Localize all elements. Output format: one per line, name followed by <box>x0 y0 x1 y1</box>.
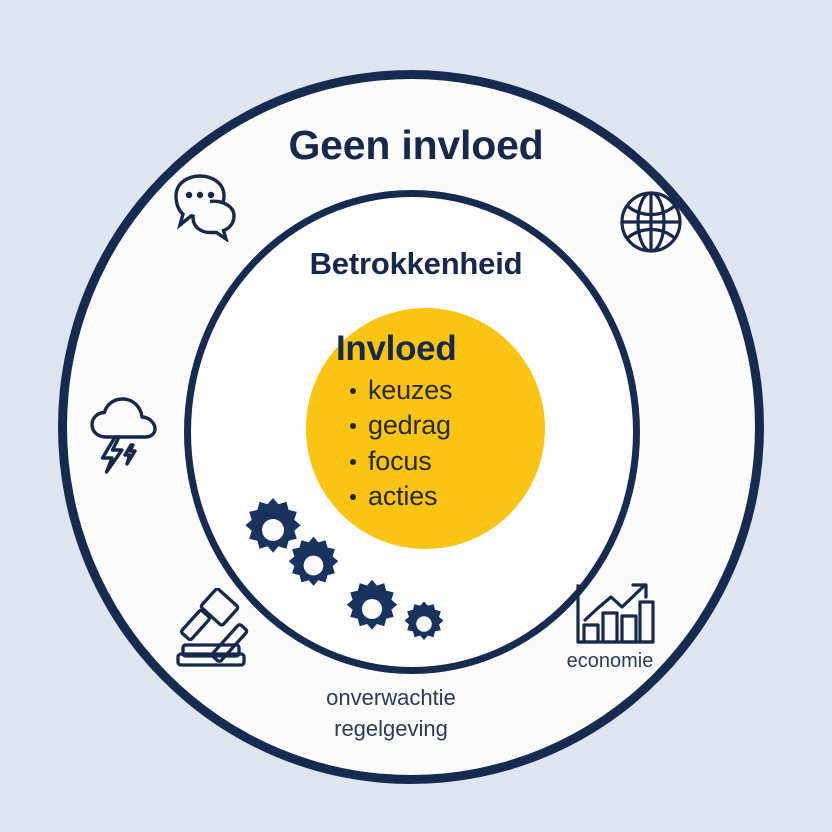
caption-line-1: onverwachtie <box>326 685 456 710</box>
gavel-icon <box>176 588 274 670</box>
caption-onverwachtie-regelgeving: onverwachtie regelgeving <box>236 682 546 744</box>
gear-icon <box>341 578 403 640</box>
storm-cloud-lightning-icon <box>84 392 166 474</box>
list-item: focus <box>350 444 545 480</box>
inner-circle-list: keuzes gedrag focus acties <box>336 373 545 516</box>
chat-bubbles-icon <box>166 170 244 242</box>
list-item: gedrag <box>350 408 545 444</box>
caption-economie: economie <box>566 650 654 672</box>
gear-icon <box>283 535 344 596</box>
globe-icon <box>615 186 687 258</box>
middle-ring-label: Betrokkenheid <box>309 246 523 281</box>
list-item: keuzes <box>350 373 545 409</box>
list-item: acties <box>350 479 545 515</box>
outer-ring-label: Geen invloed <box>288 122 544 168</box>
gear-icon <box>400 600 448 648</box>
inner-circle-invloed <box>306 308 545 549</box>
bar-chart-growth-icon <box>572 580 656 650</box>
inner-circle-title: Invloed <box>336 329 457 368</box>
gear-icon <box>239 496 307 564</box>
caption-line-2: regelgeving <box>334 716 448 742</box>
inner-circle-content: Invloed keuzes gedrag focus acties <box>306 329 545 516</box>
